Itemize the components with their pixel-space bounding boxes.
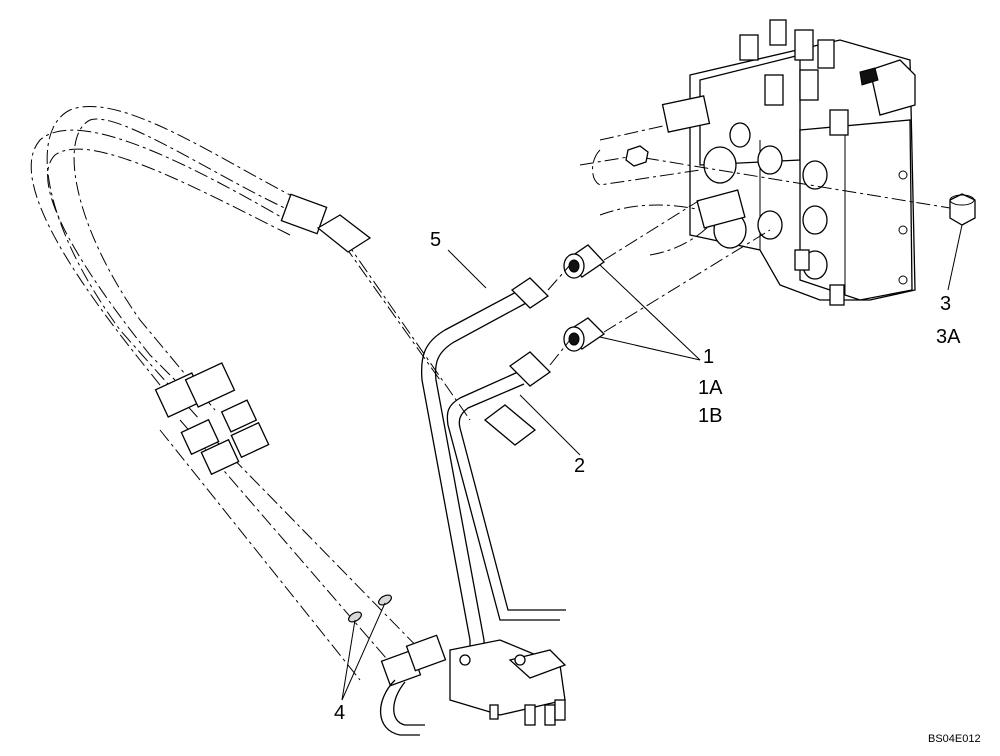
steel-tube-part-2 [446,339,571,621]
callout-1b: 1B [698,405,723,427]
leader-lines [341,224,963,701]
o-rings-part-4 [348,594,392,623]
hose-fitting-cluster [154,362,270,476]
fitting-part-1-upper [563,199,701,279]
hose-loop-left [30,105,471,681]
callout-3a: 3A [936,326,961,348]
callout-2: 2 [574,455,586,477]
fitting-part-1-lower [563,229,771,352]
hex-nut-part-3 [625,145,976,226]
steel-tube-part-5 [420,264,571,690]
callout-1a: 1A [698,377,723,399]
callout-1: 1 [703,346,715,368]
callout-5: 5 [430,229,442,251]
callout-3: 3 [940,293,952,315]
drawing-reference-code: BS04E012 [928,733,981,745]
control-valve-block [689,19,916,306]
callout-4: 4 [334,702,346,724]
lower-manifold [379,634,567,736]
